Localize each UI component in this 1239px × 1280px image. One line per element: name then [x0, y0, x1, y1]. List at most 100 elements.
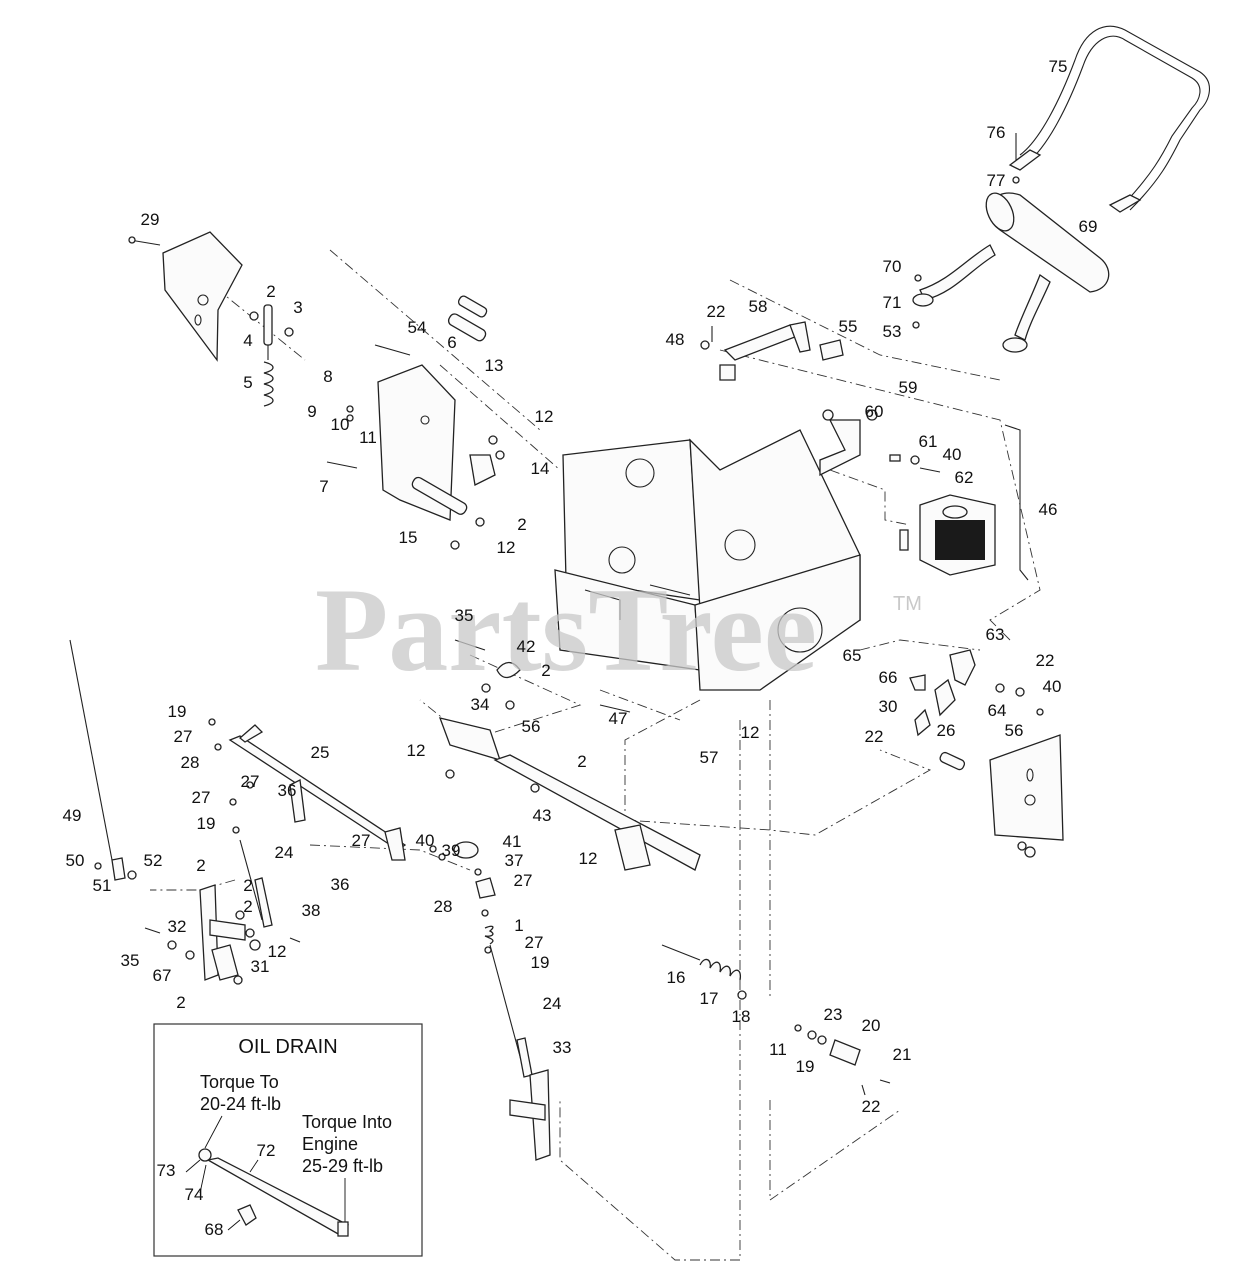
callout-2: 2: [176, 993, 185, 1012]
callout-4: 4: [243, 331, 252, 350]
callout-26: 26: [937, 721, 956, 740]
callout-65: 65: [843, 646, 862, 665]
callout-12: 12: [741, 723, 760, 742]
callout-43: 43: [533, 806, 552, 825]
callout-33: 33: [553, 1038, 572, 1057]
callout-2: 2: [243, 897, 252, 916]
callout-12: 12: [535, 407, 554, 426]
center-bracket-plate: [326, 295, 505, 550]
callout-71: 71: [883, 293, 902, 312]
callout-30: 30: [879, 697, 898, 716]
left-mount-plate: [128, 231, 243, 362]
callout-19: 19: [168, 702, 187, 721]
callout-34: 34: [471, 695, 490, 714]
callout-27: 27: [525, 933, 544, 952]
callout-35: 35: [121, 951, 140, 970]
callout-16: 16: [667, 968, 686, 987]
spring-16-17: [661, 944, 891, 1096]
callout-75: 75: [1049, 57, 1068, 76]
callout-54: 54: [408, 318, 427, 337]
callout-12: 12: [497, 538, 516, 557]
callout-36: 36: [278, 781, 297, 800]
callout-22: 22: [1036, 651, 1055, 670]
callout-28: 28: [181, 753, 200, 772]
callout-59: 59: [899, 378, 918, 397]
callout-60: 60: [865, 402, 884, 421]
svg-text:PartsTree: PartsTree: [315, 563, 817, 696]
callout-17: 17: [700, 989, 719, 1008]
callout-labels: 7576776970715329234554613891011121472151…: [63, 57, 1098, 1239]
callout-51: 51: [93, 876, 112, 895]
right-linkage: [909, 649, 1044, 737]
engine-torque-line2: Engine: [302, 1134, 358, 1154]
center-lever: [438, 639, 701, 871]
callout-22: 22: [707, 302, 726, 321]
bracket-58: [700, 321, 844, 381]
callout-12: 12: [407, 741, 426, 760]
callout-56: 56: [1005, 721, 1024, 740]
callout-19: 19: [796, 1057, 815, 1076]
oil-drain-inset: OIL DRAIN Torque To 20-24 ft-lb Torque I…: [153, 1023, 423, 1257]
callout-11: 11: [769, 1040, 787, 1059]
watermark: PartsTree TM: [315, 563, 922, 696]
callout-2: 2: [196, 856, 205, 875]
callout-27: 27: [241, 772, 260, 791]
callout-7: 7: [319, 477, 328, 496]
assembly-dash-lines: [150, 249, 1041, 1261]
callout-42: 42: [517, 637, 536, 656]
callout-19: 19: [531, 953, 550, 972]
callout-40: 40: [943, 445, 962, 464]
callout-22: 22: [865, 727, 884, 746]
bracket-59: [819, 409, 941, 477]
callout-5: 5: [243, 373, 252, 392]
callout-35: 35: [455, 606, 474, 625]
callout-22: 22: [862, 1097, 881, 1116]
callout-40: 40: [1043, 677, 1062, 696]
rod-46: [1004, 424, 1029, 581]
callout-39: 39: [442, 841, 461, 860]
callout-56: 56: [522, 717, 541, 736]
callout-24: 24: [543, 994, 562, 1013]
handle-bar: [1008, 25, 1210, 213]
callout-40: 40: [416, 831, 435, 850]
engine-torque-line1: Torque Into: [302, 1112, 392, 1132]
oil-drain-title: OIL DRAIN: [238, 1036, 337, 1058]
callout-53: 53: [883, 322, 902, 341]
callout-63: 63: [986, 625, 1005, 644]
fuel-tank: [899, 494, 996, 576]
callout-3: 3: [293, 298, 302, 317]
callout-52: 52: [144, 851, 163, 870]
callout-49: 49: [63, 806, 82, 825]
left-rod-24: [239, 839, 273, 928]
right-mount-plate: [939, 734, 1064, 858]
callout-12: 12: [268, 942, 287, 961]
callout-18: 18: [732, 1007, 751, 1026]
callout-50: 50: [66, 851, 85, 870]
callout-69: 69: [1079, 217, 1098, 236]
callout-2: 2: [517, 515, 526, 534]
engine-torque-line3: 25-29 ft-lb: [302, 1156, 383, 1176]
callout-58: 58: [749, 297, 768, 316]
callout-73: 73: [157, 1161, 176, 1180]
callout-11: 11: [359, 428, 377, 447]
torque-note-line2: 20-24 ft-lb: [200, 1094, 281, 1114]
callout-12: 12: [579, 849, 598, 868]
callout-47: 47: [609, 709, 628, 728]
callout-61: 61: [919, 432, 938, 451]
callout-37: 37: [505, 851, 524, 870]
callout-64: 64: [988, 701, 1007, 720]
callout-10: 10: [331, 415, 350, 434]
callout-72: 72: [257, 1141, 276, 1160]
callout-8: 8: [323, 367, 332, 386]
callout-1: 1: [514, 916, 523, 935]
torque-note-line1: Torque To: [200, 1072, 279, 1092]
svg-text:TM: TM: [893, 593, 922, 615]
callout-19: 19: [197, 814, 216, 833]
callout-2: 2: [577, 752, 586, 771]
callout-9: 9: [307, 402, 316, 421]
callout-27: 27: [514, 871, 533, 890]
center-rod-assembly: [429, 841, 551, 1161]
callout-24: 24: [275, 843, 294, 862]
callout-21: 21: [893, 1045, 912, 1064]
